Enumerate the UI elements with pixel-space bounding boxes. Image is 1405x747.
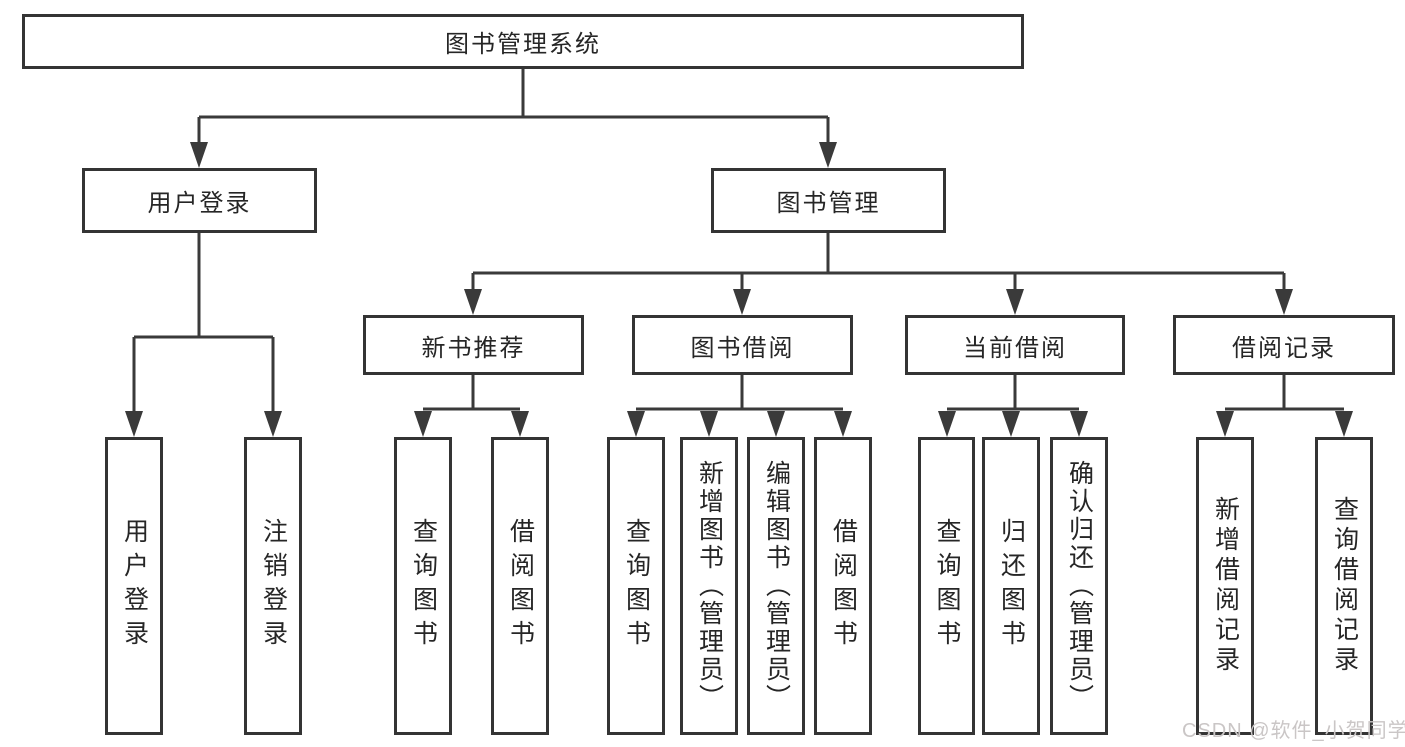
- node-current-borrowing-label: 当前借阅: [963, 334, 1067, 362]
- node-borrowing-records: 借阅记录: [1173, 315, 1395, 375]
- node-new-book-recommendation: 新书推荐: [363, 315, 584, 375]
- tree-edges: [132, 69, 1344, 415]
- leaf-logout-label: 注销登录: [259, 518, 288, 654]
- leaf-return-books-label: 归还图书: [997, 518, 1026, 654]
- csdn-watermark: CSDN @软件_小贺同学: [1182, 720, 1405, 742]
- leaf-user-login: 用户登录: [105, 437, 163, 735]
- leaf-logout: 注销登录: [244, 437, 302, 735]
- leaf-edit-books-admin-label: 编辑图书（管理员）: [762, 460, 791, 712]
- node-root-label: 图书管理系统: [445, 31, 601, 58]
- leaf-query-borrow-record-label: 查询借阅记录: [1330, 496, 1359, 676]
- leaf-borrow-books-recommend-label: 借阅图书: [506, 518, 535, 654]
- leaf-borrow-books-borrowing: 借阅图书: [814, 437, 872, 735]
- leaf-query-books-current: 查询图书: [918, 437, 975, 735]
- leaf-query-books-recommend-label: 查询图书: [409, 518, 438, 654]
- leaf-query-books-borrowing: 查询图书: [607, 437, 665, 735]
- leaf-query-books-current-label: 查询图书: [933, 518, 961, 654]
- node-book-management: 图书管理: [711, 168, 946, 233]
- leaf-add-borrow-record-label: 新增借阅记录: [1211, 496, 1240, 676]
- node-current-borrowing: 当前借阅: [905, 315, 1125, 375]
- node-borrowing-records-label: 借阅记录: [1232, 334, 1336, 362]
- leaf-query-books-borrowing-label: 查询图书: [622, 518, 651, 654]
- leaf-edit-books-admin: 编辑图书（管理员）: [747, 437, 805, 735]
- leaf-return-books: 归还图书: [982, 437, 1040, 735]
- leaf-user-login-label: 用户登录: [120, 518, 149, 654]
- leaf-confirm-return-admin: 确认归还（管理员）: [1050, 437, 1108, 735]
- node-user-login-label: 用户登录: [147, 190, 252, 217]
- leaf-confirm-return-admin-label: 确认归还（管理员）: [1065, 460, 1094, 712]
- node-user-login: 用户登录: [82, 168, 317, 233]
- leaf-add-books-admin-label: 新增图书（管理员）: [695, 460, 724, 712]
- leaf-add-borrow-record: 新增借阅记录: [1196, 437, 1254, 735]
- node-book-management-label: 图书管理: [776, 190, 881, 217]
- arrowheads: [125, 142, 1353, 437]
- node-root: 图书管理系统: [22, 14, 1024, 69]
- node-new-book-recommendation-label: 新书推荐: [421, 334, 526, 362]
- leaf-borrow-books-borrowing-label: 借阅图书: [829, 518, 858, 654]
- leaf-query-books-recommend: 查询图书: [394, 437, 452, 735]
- leaf-query-borrow-record: 查询借阅记录: [1315, 437, 1373, 735]
- node-book-borrowing-label: 图书借阅: [690, 334, 795, 362]
- leaf-add-books-admin: 新增图书（管理员）: [680, 437, 738, 735]
- leaf-borrow-books-recommend: 借阅图书: [491, 437, 549, 735]
- node-book-borrowing: 图书借阅: [632, 315, 853, 375]
